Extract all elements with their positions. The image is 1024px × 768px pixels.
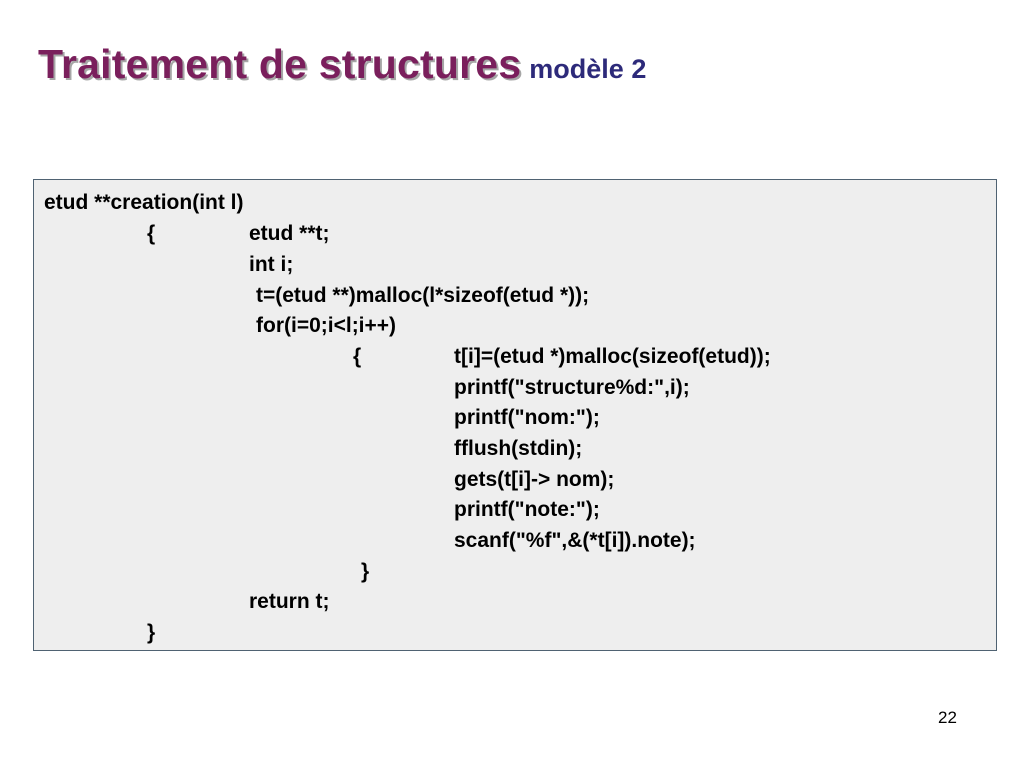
code-line-malloc-t: t=(etud **)malloc(l*sizeof(etud *)); bbox=[256, 284, 590, 307]
code-line-scanf: scanf("%f",&(*t[i]).note); bbox=[454, 529, 696, 552]
code-line-printf-nom: printf("nom:"); bbox=[454, 406, 600, 429]
code-line-declare-t: etud **t; bbox=[249, 222, 330, 245]
code-line-loop-open-brace: { bbox=[353, 345, 362, 368]
code-line-printf-structure: printf("structure%d:",i); bbox=[454, 376, 690, 399]
code-line-printf-note: printf("note:"); bbox=[454, 498, 600, 521]
title-main: Traitement de structures bbox=[38, 41, 522, 87]
code-line-gets: gets(t[i]-> nom); bbox=[454, 468, 615, 491]
title-subtitle: modèle 2 bbox=[529, 54, 647, 84]
code-line-malloc-element: t[i]=(etud *)malloc(sizeof(etud)); bbox=[454, 345, 771, 368]
code-line-signature: etud **creation(int l) bbox=[44, 191, 244, 214]
code-line-loop-close-brace: } bbox=[361, 560, 370, 583]
code-line-declare-i: int i; bbox=[249, 253, 294, 276]
code-line-open-brace: { bbox=[147, 222, 156, 245]
code-line-close-brace: } bbox=[147, 621, 156, 644]
code-line-fflush: fflush(stdin); bbox=[454, 437, 583, 460]
code-line-for-loop: for(i=0;i<l;i++) bbox=[256, 314, 397, 337]
code-block: etud **creation(int l) { etud **t; int i… bbox=[33, 179, 997, 651]
page-number: 22 bbox=[938, 708, 957, 727]
code-line-return: return t; bbox=[249, 590, 330, 613]
